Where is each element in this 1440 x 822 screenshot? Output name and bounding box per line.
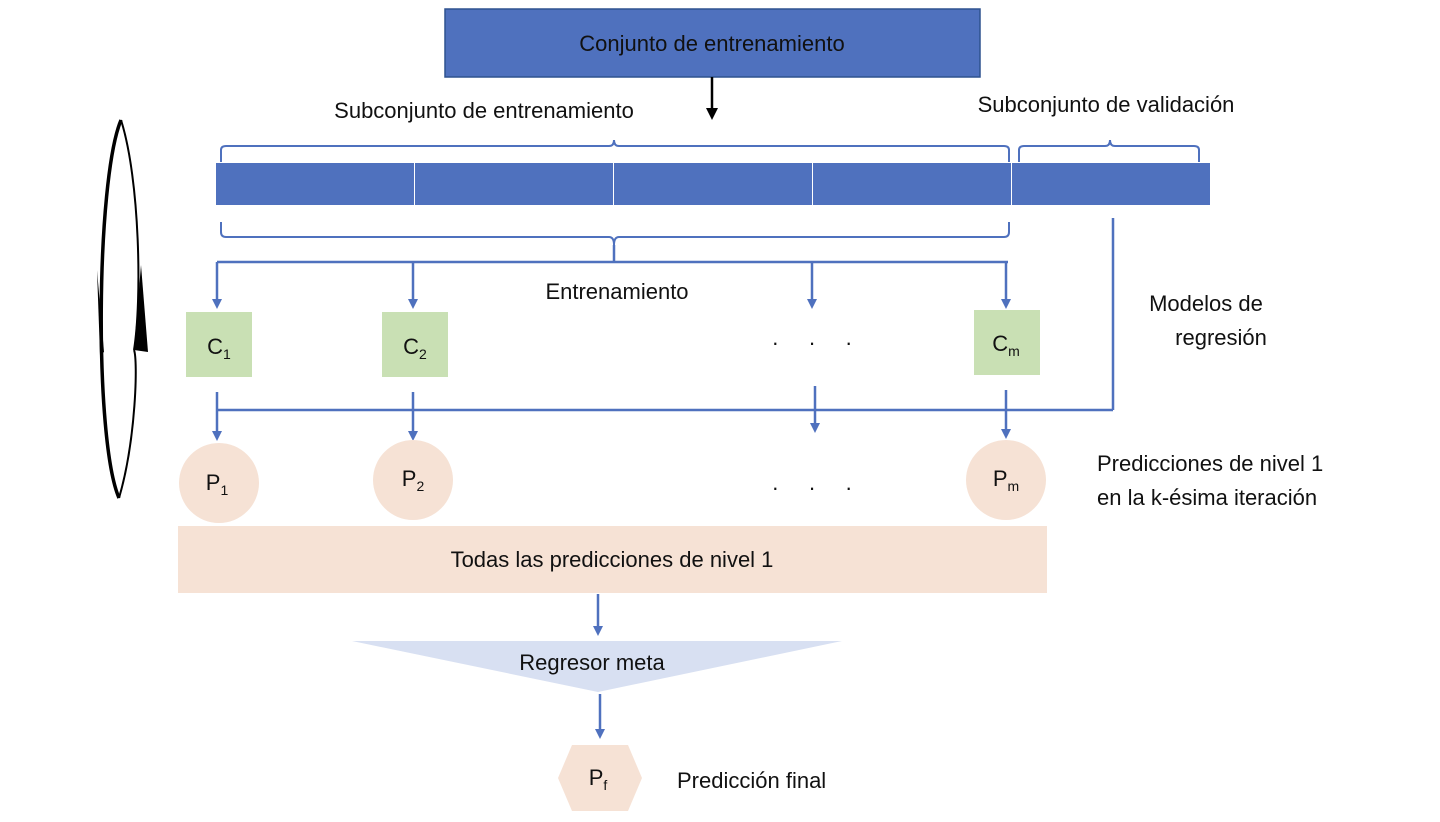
- training-folds-brace: [220, 222, 1010, 246]
- prediction-circle-1: [179, 443, 259, 523]
- fold-segment: [614, 163, 812, 205]
- training-set-label: Conjunto de entrenamiento: [579, 31, 844, 56]
- training-subset-label: Subconjunto de entrenamiento: [334, 98, 634, 123]
- meta-regressor-label: Regresor meta: [519, 650, 665, 675]
- model-box-m: [974, 310, 1040, 375]
- model-label-m: Cm: [992, 331, 1020, 359]
- fold-segment: [415, 163, 613, 205]
- prediction-circle-m: [966, 440, 1046, 520]
- final-prediction-hexagon: [558, 745, 642, 811]
- loop-arrowhead: [97, 270, 104, 355]
- training-subset-brace: [220, 139, 1010, 162]
- all-predictions-label: Todas las predicciones de nivel 1: [451, 547, 774, 572]
- training-label: Entrenamiento: [545, 279, 688, 304]
- final-prediction-label: Predicción final: [677, 768, 826, 793]
- predictions-ellipsis: . . .: [772, 470, 851, 495]
- validation-subset-label: Subconjunto de validación: [978, 92, 1235, 117]
- model-box-1: [186, 312, 252, 377]
- prediction-label-2: P2: [402, 466, 425, 494]
- model-box-2: [382, 312, 448, 377]
- validation-segment: [1012, 163, 1210, 205]
- loop-arc: [120, 119, 140, 351]
- all-predictions-box: [178, 526, 1047, 593]
- iteration-loop-icon: [97, 119, 148, 499]
- loop-arc: [118, 349, 137, 499]
- training-set-box: [444, 8, 981, 78]
- loop-arc: [99, 119, 123, 499]
- models-label: Modelos de regresión: [1149, 291, 1269, 350]
- model-label-2: C2: [403, 334, 427, 362]
- validation-subset-brace: [1018, 139, 1200, 162]
- fold-segment: [813, 163, 1011, 205]
- meta-regressor-funnel: [352, 641, 842, 692]
- model-label-1: C1: [207, 334, 231, 362]
- predictions-label: Predicciones de nivel 1 en la k-ésima it…: [1097, 451, 1329, 510]
- fold-bar: [216, 163, 1210, 205]
- loop-arrowhead: [134, 265, 148, 352]
- models-ellipsis: . . .: [772, 325, 851, 350]
- prediction-circle-2: [373, 440, 453, 520]
- fold-segment: [216, 163, 414, 205]
- prediction-label-m: Pm: [993, 466, 1019, 494]
- prediction-label-1: P1: [206, 470, 229, 498]
- final-prediction-node-label: Pf: [589, 765, 608, 793]
